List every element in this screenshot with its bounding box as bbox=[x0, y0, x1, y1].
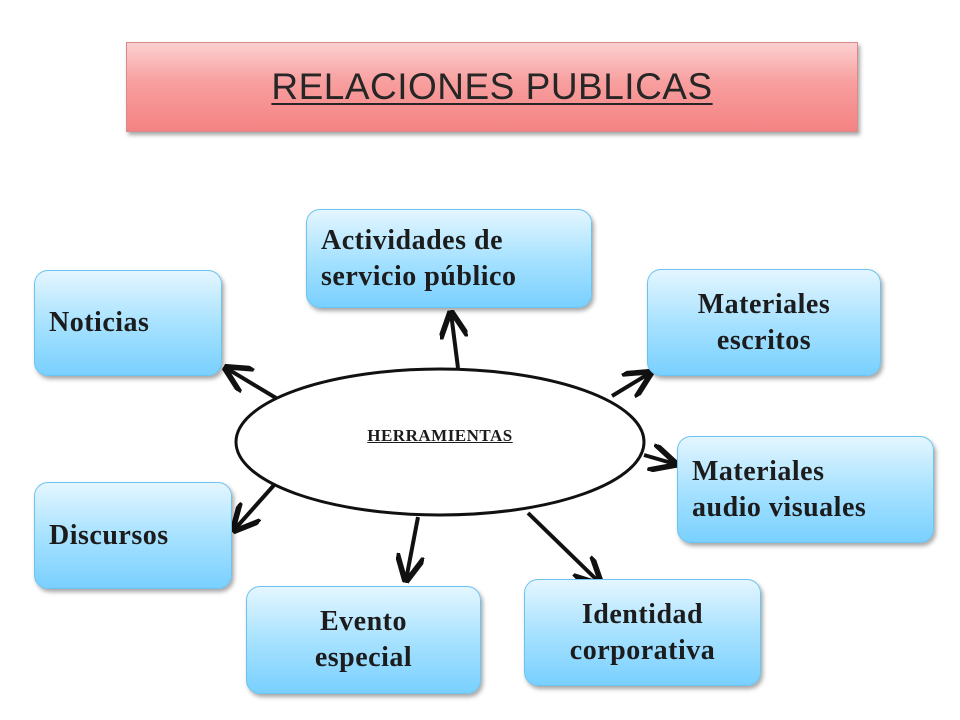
node-materiales-escritos: Materiales escritos bbox=[647, 269, 881, 376]
node-noticias: Noticias bbox=[34, 270, 222, 376]
arrow-to-actividades bbox=[451, 313, 458, 369]
node-discursos: Discursos bbox=[34, 482, 232, 589]
node-label: Actividades de servicio público bbox=[321, 224, 517, 292]
title-box: RELACIONES PUBLICAS bbox=[126, 42, 858, 132]
arrow-to-identidad bbox=[526, 511, 600, 583]
node-label: Discursos bbox=[49, 519, 169, 551]
arrow-to-noticias bbox=[226, 368, 278, 400]
page-title: RELACIONES PUBLICAS bbox=[271, 66, 713, 107]
node-actividades-servicio-publico: Actividades de servicio público bbox=[306, 209, 592, 308]
node-label: Identidad corporativa bbox=[569, 598, 716, 666]
node-evento-especial: Evento especial bbox=[246, 586, 481, 694]
arrow-to-discursos bbox=[234, 482, 277, 530]
arrow-to-evento-especial bbox=[406, 516, 418, 580]
hub-label: HERRAMIENTAS bbox=[367, 426, 513, 445]
node-materiales-audio-visuales: Materiales audio visuales bbox=[677, 436, 934, 543]
hub-ellipse bbox=[234, 367, 646, 517]
node-label: Evento especial bbox=[314, 606, 413, 673]
node-label: Materiales escritos bbox=[697, 288, 831, 356]
node-identidad-corporativa: Identidad corporativa bbox=[524, 579, 761, 686]
arrow-to-materiales-audio bbox=[643, 455, 675, 464]
node-label: Noticias bbox=[49, 307, 150, 339]
arrow-to-materiales-escritos bbox=[610, 373, 650, 396]
node-label: Materiales audio visuales bbox=[692, 455, 867, 523]
